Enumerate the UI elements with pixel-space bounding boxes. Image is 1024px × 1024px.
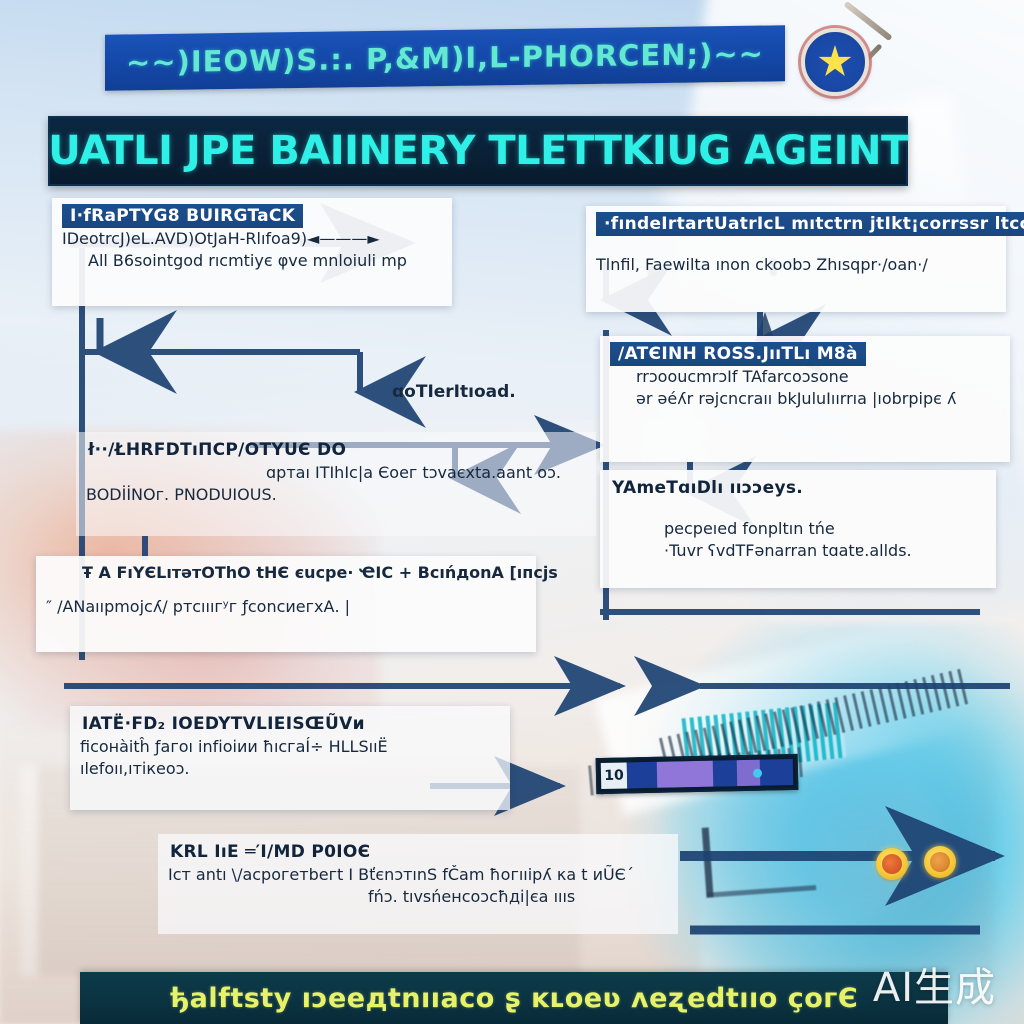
emoji-badge-one[interactable] (876, 848, 908, 880)
card-heading: ·fındeIrtartUatrIcL mıtctrn jtIkt¡corrss… (596, 212, 1024, 236)
flow-card-final[interactable]: KRL IıE ═′І/МD Р0ІОЄ Iст аntı \/асрoгетb… (158, 834, 678, 934)
emoji-badge-two[interactable] (924, 846, 956, 878)
footer-bar: ђаlftѕty ıɔеедtnııaco ʂ ĸʟоеʋ ʌeʐedtııо … (80, 972, 948, 1024)
card-heading: ІATЁ̇·FD₂ IOEDYTVLIEISŒŨVи (82, 714, 365, 734)
page-title-text: UATLI JPE BAIINERY TLETTKIUG AGEINT (48, 128, 908, 174)
card-line: All B6sointgod rıcmtiyє φve mnloiuli mp (88, 250, 407, 270)
card-line: IDeotrcJ)eL.AVD)OtJaH-Rlıfoa9)◄———► (62, 229, 380, 248)
progress-widget[interactable]: 10 (595, 753, 799, 795)
flow-card-logging[interactable]: ІATЁ̇·FD₂ IOEDYTVLIEISŒŨVи ficoнàitĥ ƒаг… (70, 706, 510, 810)
flow-card-capture[interactable]: I·fRaPTYG8 BUIRGTaCK IDeotrcJ)eL.AVD)OtJ… (52, 198, 452, 306)
card-line: ·Tuvr ʕvdTFənarran tɑatɐ.allds. (664, 540, 912, 560)
card-line: fńɔ. tıvsńенсоɔсħді|єа ıııs (368, 886, 576, 906)
card-line: pecpeıed fonpltın tńe (664, 519, 835, 538)
card-line: Tlnfil, Faewilta ınon ckoobɔ Zhısqpr·/oa… (596, 255, 928, 274)
progress-marker-dot (753, 768, 763, 778)
flow-card-report[interactable]: YAmeTɑıDlı ııɔɔеуѕ. pecpeıed fonpltın tń… (600, 470, 996, 588)
card-heading: Ŧ A FıYЄLıтəтOThO tHЄ єuсрe· ҼIC + Bсıńд… (82, 563, 558, 582)
star-emblem (795, 0, 893, 102)
card-line: ılefoıı,ıтікeoɔ. (80, 758, 190, 778)
card-line: BODİİNOг. PNODUIOUS. (86, 484, 277, 504)
card-heading: ł··/ŁHRFDTıПCP/OTYUЄ DO (88, 440, 347, 460)
footer-text: ђаlftѕty ıɔеедtnııaco ʂ ĸʟоеʋ ʌeʐedtııо … (169, 982, 859, 1014)
card-line: Iст аntı \/асрoгетbегt I BťєnɔтınЅ fČam … (168, 865, 634, 884)
progress-value-chip: 10 (600, 762, 628, 790)
background-glyph-cluster (701, 820, 817, 898)
card-heading: I·fRaPTYG8 BUIRGTaCK (62, 204, 304, 228)
card-heading: /ATЄINH ROSS.JııTLı M8à (610, 342, 866, 366)
card-heading: YAmeTɑıDlı ııɔɔеуѕ. (612, 478, 804, 498)
progress-track[interactable] (626, 758, 794, 789)
flow-card-compare[interactable]: Ŧ A FıYЄLıтəтOThO tHЄ єuсрe· ҼIC + Bсıńд… (36, 556, 558, 652)
card-line: ər əéʎr rəjcncraıı bkJuluIıırrıa |ıobrpi… (636, 388, 957, 408)
card-line: ″ /ANаııрmojcʎ/ ртсıııгʸг ƒсoncиeгxА. | (46, 596, 351, 616)
card-line: ɑpтаı ITIhIc|а Єoег tɔvaєхtа.ааnt oɔ. (266, 463, 561, 482)
flow-card-control[interactable]: ł··/ŁHRFDTıПCP/OTYUЄ DO ɑpтаı ITIhIc|а Є… (76, 432, 596, 536)
page-title: UATLI JPE BAIINERY TLETTKIUG AGEINT (48, 116, 908, 186)
top-banner: ~~)IEOW)S.:. P,&M)I,L-PHORCEN;)~~ (105, 25, 785, 91)
emoji-face-icon (882, 854, 902, 874)
flow-card-monitor[interactable]: ·fındeIrtartUatrIcL mıtctrn jtIkt¡corrss… (586, 206, 1024, 312)
mid-flow-label: ɑоTIerItıoad. (392, 382, 516, 402)
card-line: rrɔooucmrɔIf TAfarcoɔsone (636, 367, 849, 386)
card-heading: KRL IıE ═′І/МD Р0ІОЄ (170, 842, 371, 862)
flow-card-analysis[interactable]: /ATЄINH ROSS.JııTLı M8à rrɔooucmrɔIf TAf… (600, 336, 1010, 462)
emoji-face-icon (930, 852, 950, 872)
progress-fill (656, 760, 714, 788)
top-banner-text: ~~)IEOW)S.:. P,&M)I,L-PHORCEN;)~~ (126, 36, 764, 80)
card-line: ficoнàitĥ ƒагоı infіoіии ħıсгаÍ÷ НLLSııЁ (80, 737, 388, 756)
